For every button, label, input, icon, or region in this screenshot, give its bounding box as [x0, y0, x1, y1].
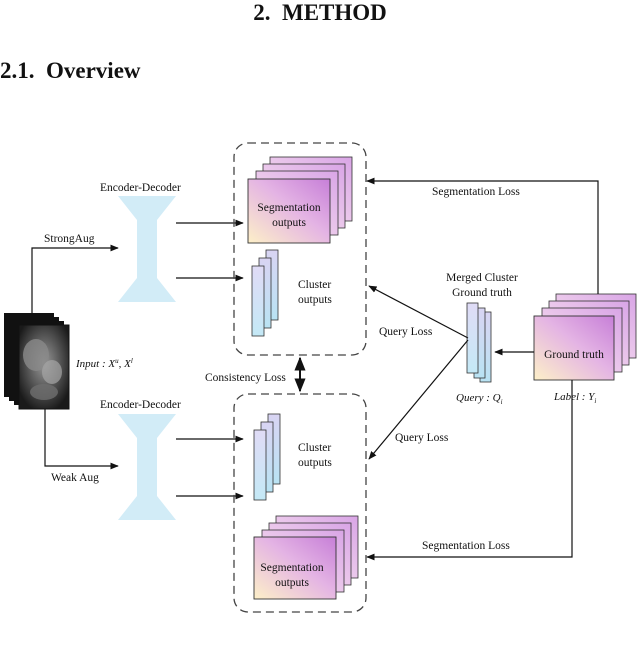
top-cluster-label-line1: Cluster — [298, 279, 331, 291]
merged-cluster-label-line2: Ground truth — [452, 287, 512, 299]
strong-aug-label: StrongAug — [44, 233, 95, 245]
encoder-top-label: Encoder-Decoder — [100, 182, 181, 194]
section-heading: 2. METHOD — [0, 0, 640, 26]
label-label: Label : Yi — [553, 391, 596, 405]
subsection-title: Overview — [46, 58, 141, 83]
bottom-branch-box — [233, 393, 367, 613]
top-seg-label-line2: outputs — [272, 217, 306, 229]
query-loss-bottom-label: Query Loss — [395, 432, 449, 444]
segmentation-loss-top-line — [366, 177, 599, 294]
ground-truth-label: Ground truth — [544, 349, 604, 361]
segmentation-loss-bottom-line — [366, 380, 573, 561]
top-seg-label-line1: Segmentation — [257, 202, 320, 214]
weak-aug-line — [44, 409, 119, 470]
input-image-stack — [4, 313, 70, 410]
bottom-seg-label-line1: Segmentation — [260, 562, 323, 574]
top-segmentation-stack — [247, 156, 353, 244]
consistency-loss-label: Consistency Loss — [205, 372, 286, 384]
strong-aug-line — [31, 244, 119, 313]
bottom-seg-label-line2: outputs — [275, 577, 309, 589]
top-cluster-stack — [251, 249, 279, 337]
section-title: METHOD — [281, 0, 387, 25]
query-label: Query : Qi — [456, 392, 503, 406]
encoder-bottom-label: Encoder-Decoder — [100, 399, 181, 411]
encoder-decoder-bottom — [118, 414, 176, 520]
bottom-cluster-label-line2: outputs — [298, 457, 332, 469]
merged-cluster-label-line1: Merged Cluster — [446, 272, 518, 284]
top-cluster-label-line2: outputs — [298, 294, 332, 306]
encoder-decoder-top — [118, 196, 176, 302]
query-loss-top-line — [368, 285, 469, 339]
bottom-segmentation-stack — [253, 515, 359, 600]
query-loss-top-label: Query Loss — [379, 326, 433, 338]
bottom-cluster-stack — [253, 413, 281, 501]
segmentation-loss-top-label: Segmentation Loss — [432, 186, 520, 198]
input-label: Input : Xu, Xl — [75, 357, 133, 370]
top-branch-box — [233, 142, 367, 356]
weak-aug-label: Weak Aug — [51, 472, 99, 484]
subsection-heading: 2.1. Overview — [0, 58, 141, 84]
segmentation-loss-bottom-label: Segmentation Loss — [422, 540, 510, 552]
bottom-cluster-label-line1: Cluster — [298, 442, 331, 454]
section-number: 2. — [253, 0, 271, 25]
ground-truth-stack — [533, 293, 637, 381]
query-loss-bottom-line — [368, 339, 469, 460]
merged-cluster-stack — [466, 302, 492, 383]
subsection-number: 2.1. — [0, 58, 35, 83]
